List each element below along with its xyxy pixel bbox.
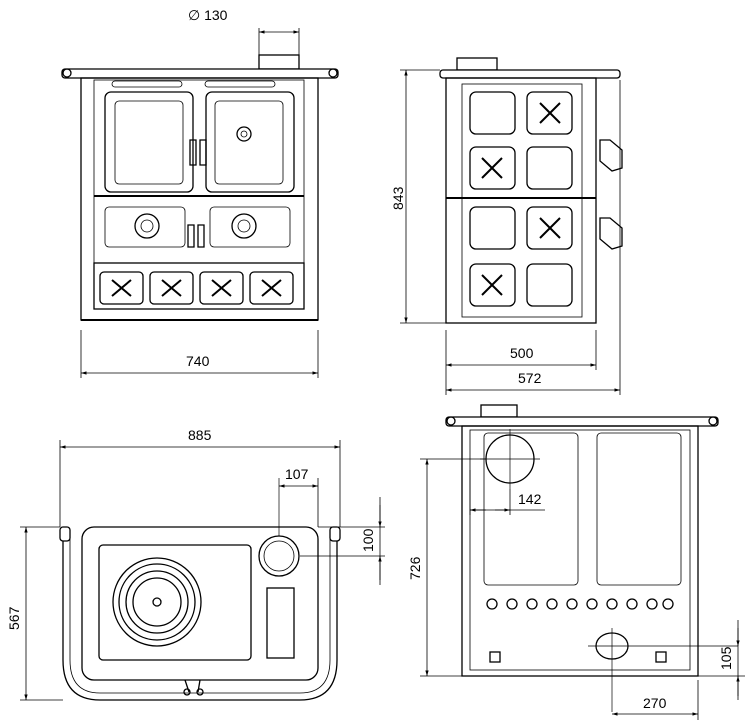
dim-rear-flue-x: 142	[518, 491, 542, 507]
dim-top-width: 885	[188, 427, 212, 443]
front-drawer	[93, 262, 305, 310]
fuel-door	[266, 587, 295, 659]
side-body	[445, 77, 597, 324]
top-view: 885 107 100 567	[6, 427, 385, 701]
dim-rear-height: 726	[407, 556, 423, 580]
rear-view: 142 726 105 270	[407, 404, 745, 720]
air-regulator-right	[231, 213, 257, 239]
rear-top-plate	[445, 416, 719, 427]
dim-top-flue-y: 100	[360, 528, 376, 552]
oven-door-left	[104, 91, 194, 193]
front-flue-pipe	[258, 54, 300, 70]
door-handle-right	[199, 139, 207, 166]
rear-body	[461, 425, 699, 677]
dim-side-height: 843	[390, 186, 406, 210]
cooktop-plate	[81, 526, 319, 681]
top-flue-collar	[258, 535, 300, 577]
side-panels	[469, 91, 573, 307]
side-top-plate	[439, 69, 621, 79]
dim-flue-diameter: ∅ 130	[188, 7, 228, 23]
front-top-plate	[61, 68, 339, 79]
front-view: ∅ 130 740	[61, 7, 339, 378]
dim-side-depth-inner: 500	[510, 345, 534, 361]
rear-flue-pipe	[480, 404, 518, 418]
door-handle-left	[189, 139, 197, 166]
side-flue-pipe	[456, 57, 498, 71]
oven-door-right	[205, 91, 295, 193]
side-view: 843 500 572	[390, 57, 623, 395]
cooktop-hotplate	[98, 544, 252, 661]
rear-vent-holes	[486, 598, 674, 610]
dim-top-offset: 107	[285, 466, 309, 482]
dim-front-width: 740	[186, 353, 210, 369]
dim-rear-inlet-y: 105	[718, 646, 734, 670]
hotplate-rings	[112, 557, 202, 647]
thermometer-icon	[236, 126, 252, 142]
dim-top-depth: 567	[6, 606, 22, 630]
air-regulator-left	[134, 213, 160, 239]
dim-side-depth-total: 572	[518, 370, 542, 386]
dim-rear-inlet-x: 270	[643, 695, 667, 711]
drawer-x-panels	[99, 271, 294, 305]
side-handle-upper	[599, 139, 623, 172]
side-handle-lower	[599, 217, 623, 250]
